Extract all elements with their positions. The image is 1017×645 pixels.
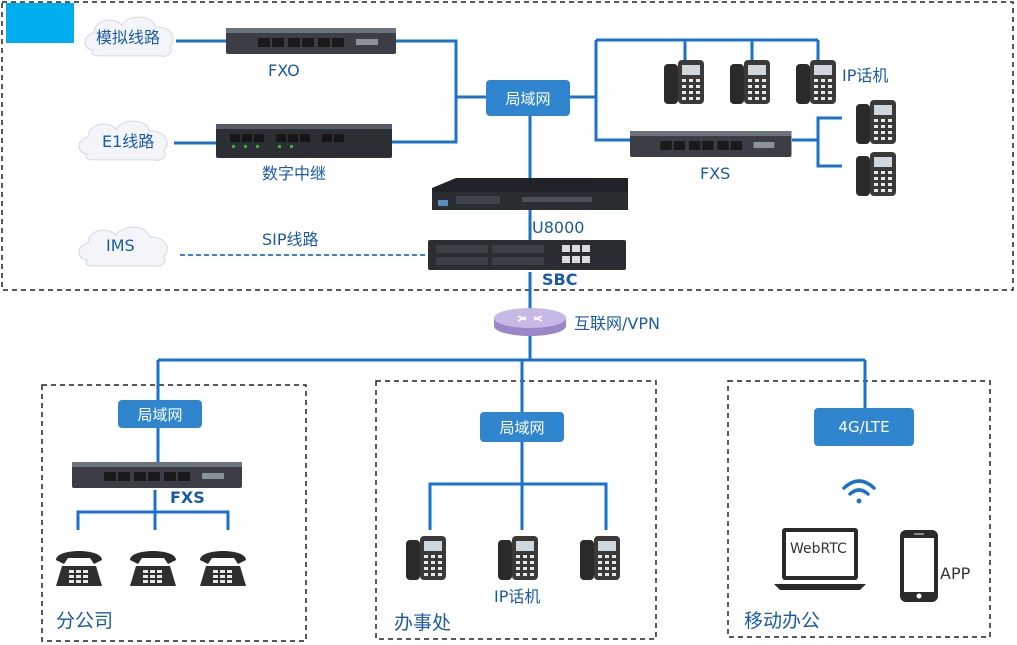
- sbc-device-icon: [428, 240, 626, 270]
- u8000-label: U8000: [532, 218, 585, 237]
- mobile-zone-border: [727, 380, 991, 638]
- corner-accent: [6, 3, 74, 43]
- hq-zone-border: [1, 1, 1014, 291]
- ip-phone-icon: [498, 536, 538, 580]
- app-label: APP: [940, 564, 971, 583]
- office-ip-phone-label: IP话机: [494, 587, 541, 606]
- smartphone-icon: [900, 530, 938, 602]
- u8000-server-icon: [432, 178, 628, 210]
- cloud-label-e1: E1线路: [102, 132, 155, 151]
- branch-zone-border: [41, 384, 307, 642]
- sip-line-label: SIP线路: [262, 230, 319, 249]
- ip-phone-icon: [856, 152, 896, 196]
- ip-phone-icon: [406, 536, 446, 580]
- mobile-network-box: 4G/LTE: [814, 408, 914, 446]
- branch-fxs-gateway-icon: [72, 462, 242, 488]
- wifi-icon: [842, 479, 876, 504]
- connection-lines: [76, 38, 867, 530]
- office-zone-label: 办事处: [394, 612, 452, 634]
- analog-phone-icon: [56, 551, 102, 586]
- mobile-zone-label: 移动办公: [744, 610, 821, 632]
- ip-phone-icon: [580, 536, 620, 580]
- cloud-label-ims: IMS: [106, 236, 135, 255]
- office-zone-border: [375, 380, 657, 640]
- hq-lan-box: 局域网: [486, 80, 570, 116]
- hq-ip-phone-label: IP话机: [842, 66, 889, 85]
- fxs-label: FXS: [700, 164, 731, 183]
- digital-trunk-label: 数字中继: [262, 164, 327, 183]
- fxs-gateway-icon: [630, 131, 792, 157]
- branch-fxs-label: FXS: [170, 488, 205, 507]
- cloud-label-analog: 模拟线路: [96, 28, 161, 47]
- ip-phone-icon: [664, 60, 704, 104]
- router-icon: [494, 308, 566, 336]
- fxo-gateway-icon: [226, 28, 396, 54]
- webrtc-label: WebRTC: [790, 541, 847, 557]
- ip-phone-icon: [796, 60, 836, 104]
- branch-zone-label: 分公司: [56, 610, 114, 632]
- sbc-label: SBC: [542, 270, 578, 289]
- digital-trunk-gateway-icon: [216, 124, 392, 158]
- ip-phone-icon: [856, 100, 896, 144]
- analog-phone-icon: [200, 551, 246, 586]
- analog-phone-icon: [130, 551, 176, 586]
- office-lan-box: 局域网: [480, 412, 564, 442]
- branch-lan-box: 局域网: [118, 400, 202, 428]
- internet-vpn-label: 互联网/VPN: [574, 314, 660, 333]
- ip-phone-icon: [730, 60, 770, 104]
- fxo-label: FXO: [268, 61, 300, 80]
- laptop-icon: [774, 528, 866, 590]
